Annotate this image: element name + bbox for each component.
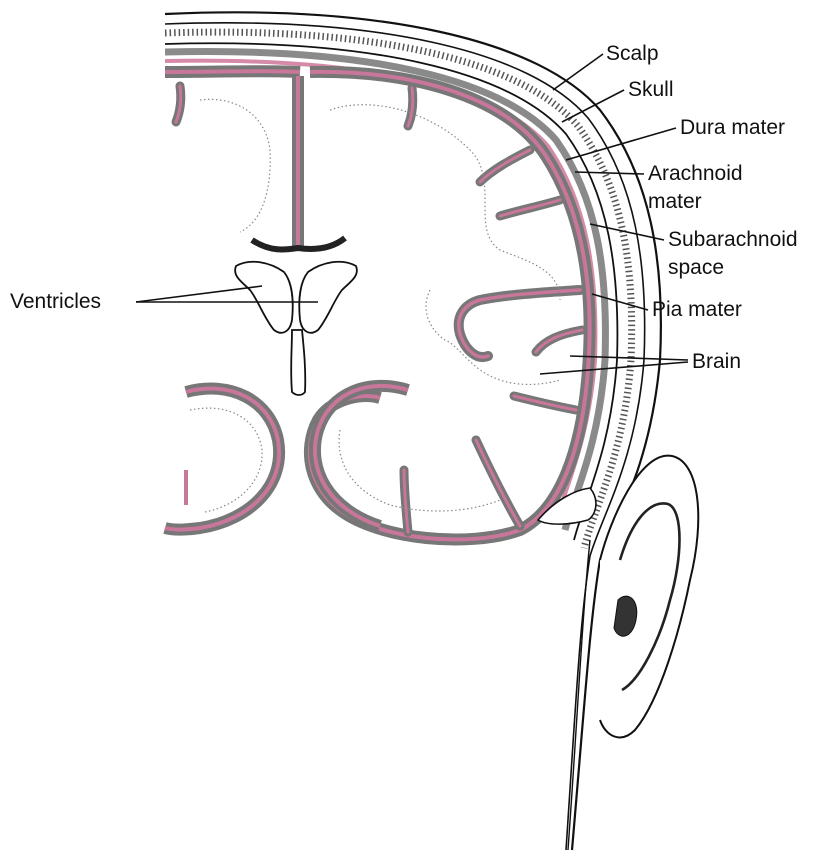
ear: [600, 456, 698, 738]
ear-outline: [600, 456, 698, 738]
label-brain: Brain: [692, 350, 741, 373]
label-arachnoid-line1: Arachnoid: [648, 162, 743, 185]
ventricles: [235, 262, 357, 395]
head-layers: [165, 12, 661, 850]
lateral-ventricle-right: [299, 262, 357, 333]
brain: [165, 71, 590, 539]
right-hemisphere-cortex: [310, 72, 590, 540]
right-hemisphere-pia: [310, 72, 590, 540]
sulci: [176, 86, 582, 532]
label-dura-mater: Dura mater: [680, 116, 785, 139]
lateral-ventricle-left: [235, 262, 293, 333]
label-pia-mater: Pia mater: [652, 298, 742, 321]
neck-line: [568, 540, 590, 850]
labels: Scalp Skull Dura mater Arachnoid mater S…: [10, 42, 798, 373]
scalp-outline: [165, 12, 661, 850]
label-subarachnoid-line1: Subarachnoid: [668, 228, 798, 251]
label-ventricles: Ventricles: [10, 290, 101, 313]
label-arachnoid-line2: mater: [648, 190, 702, 213]
label-skull: Skull: [628, 78, 674, 101]
left-hemisphere-pia: [165, 71, 300, 72]
third-ventricle: [291, 330, 305, 395]
label-subarachnoid-line2: space: [668, 256, 724, 279]
label-scalp: Scalp: [606, 42, 659, 65]
